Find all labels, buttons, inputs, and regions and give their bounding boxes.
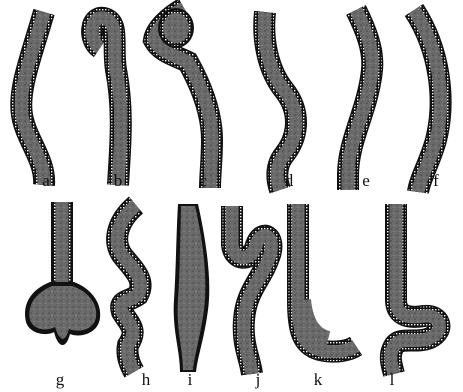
panel-label-a: a <box>42 171 50 190</box>
panel-f-vessel <box>414 10 441 192</box>
panel-label-d: d <box>285 171 294 190</box>
panel-label-h: h <box>142 370 151 389</box>
panel-label-e: e <box>362 171 370 190</box>
panel-k-vessel <box>298 204 356 352</box>
panel-b-vessel <box>92 18 121 185</box>
panel-e-vessel <box>348 10 372 190</box>
panel-label-c: c <box>199 171 207 190</box>
panel-i-vessel <box>174 204 210 372</box>
panel-label-l: l <box>390 370 395 389</box>
panel-label-i: i <box>188 370 193 389</box>
panel-d-vessel <box>264 12 296 190</box>
panel-label-k: k <box>314 370 323 389</box>
panel-g-vessel <box>25 202 100 345</box>
panel-c-vessel <box>154 8 212 188</box>
panel-label-b: b <box>114 171 123 190</box>
panel-h-vessel <box>117 205 140 372</box>
panel-label-g: g <box>56 370 65 389</box>
panel-label-j: j <box>255 370 261 389</box>
panel-a-vessel <box>21 12 44 185</box>
panel-label-f: f <box>433 171 439 190</box>
panel-j-vessel <box>232 206 271 374</box>
panel-l-vessel <box>391 204 440 374</box>
